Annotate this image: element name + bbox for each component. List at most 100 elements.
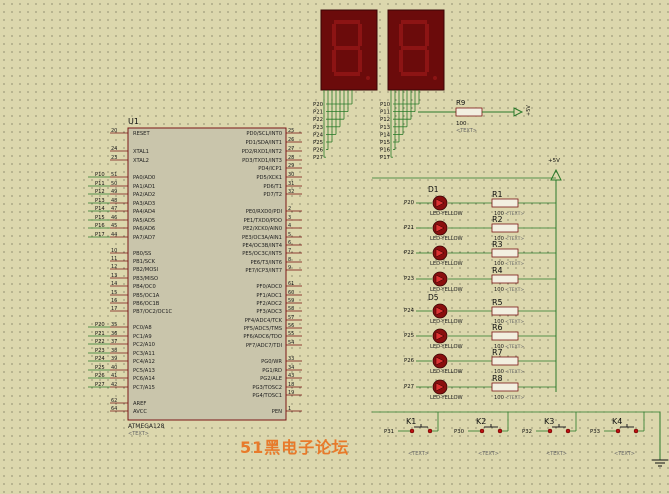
key-net-label: P33: [590, 429, 600, 435]
display-net-label: P25: [313, 140, 323, 146]
mcu-pin-number: 62: [111, 398, 117, 404]
net-label: P27: [95, 382, 105, 388]
mcu-pin-number: 58: [288, 306, 294, 312]
resistor-text: <TEXT>: [505, 344, 524, 350]
mcu-pin-number: 35: [111, 322, 117, 328]
resistor-text: <TEXT>: [505, 236, 524, 242]
mcu-pin-number: 7: [288, 248, 291, 254]
mcu-pin-name: PG3/TOSC2: [252, 385, 282, 391]
supply-label: +5V: [548, 158, 560, 164]
key-contact: [497, 428, 503, 434]
mcu-pin-name: PB2/MOSI: [133, 267, 159, 273]
resistor-text: <TEXT>: [505, 211, 524, 217]
led-net-label: P23: [404, 276, 414, 282]
display-segment: [401, 72, 427, 76]
watermark: 51黑电子论坛: [240, 438, 350, 457]
mcu-pin-name: PC0/A8: [133, 325, 152, 331]
mcu-pin-number: 46: [111, 215, 117, 221]
mcu-pin-name: PC3/A11: [133, 351, 155, 357]
led-net-label: P21: [404, 225, 414, 231]
mcu-pin-name: PG0/WR: [261, 359, 282, 365]
display-net-label: P24: [313, 132, 324, 138]
display-segment: [334, 72, 360, 76]
mcu-pin-name: XTAL2: [133, 158, 149, 164]
mcu-pin-number: 17: [111, 306, 117, 312]
mcu-pin-name: PEN: [272, 409, 282, 415]
display-segment: [425, 24, 429, 46]
resistor-1: [491, 198, 519, 208]
mcu-pin-number: 49: [111, 189, 117, 195]
mcu-pin-name: PB5/OC1A: [133, 293, 160, 299]
resistor-ref: R5: [492, 298, 503, 307]
display-segment: [399, 50, 403, 72]
display-segment: [401, 20, 427, 24]
mcu-ref: U1: [128, 117, 139, 126]
mcu-pin-name: PG4/TOSC1: [252, 393, 282, 399]
mcu-pin-name: AVCC: [133, 409, 147, 415]
mcu-pin-number: 48: [111, 198, 117, 204]
mcu-pin-number: 18: [288, 382, 294, 388]
key-ref: K1: [406, 417, 416, 426]
resistor-ref: R8: [492, 374, 503, 383]
mcu-pin-number: 30: [288, 172, 294, 178]
led-glyph: [435, 306, 445, 316]
mcu-pin-number: 1: [288, 406, 291, 412]
resistor-6: [491, 331, 519, 341]
display-segment: [358, 24, 362, 46]
display-net-label: P12: [380, 117, 390, 123]
mcu-pin-number: 6: [288, 240, 291, 246]
mcu-pin-name: PA0/AD0: [133, 175, 155, 181]
mcu-pin-number: 20: [111, 128, 117, 134]
net-label: P15: [95, 215, 105, 221]
mcu-pin-number: 43: [288, 373, 294, 379]
mcu-pin-name: PA5/AD5: [133, 218, 155, 224]
mcu-pin-number: 11: [111, 256, 117, 262]
resistor-ref: R2: [492, 215, 503, 224]
resistor-text: <TEXT>: [505, 395, 524, 401]
resistor-value: 100: [494, 287, 504, 293]
mcu-pin-name: XTAL1: [133, 149, 149, 155]
key-contact: [547, 428, 553, 434]
mcu-pin-name: PF6/ADC6/TDO: [243, 334, 282, 340]
key-contact: [565, 428, 571, 434]
mcu-pin-number: 55: [288, 331, 294, 337]
key-ref: K3: [544, 417, 554, 426]
led-glyph: [435, 248, 445, 258]
r9-supply-arrow: [513, 107, 524, 117]
display-net-label: P20: [313, 102, 324, 108]
mcu-pin-name: PF4/ADC4/TCK: [245, 318, 283, 324]
resistor-ref: R6: [492, 323, 503, 332]
mcu-pin-number: 23: [111, 155, 117, 161]
mcu-pin-number: 61: [288, 281, 294, 287]
key-net-label: P30: [454, 429, 465, 435]
mcu-pin-number: 13: [111, 273, 117, 279]
key-net-label: P32: [522, 429, 532, 435]
resistor-ref: R3: [492, 240, 503, 249]
led-type: LED-YELLOW: [430, 261, 463, 267]
mcu-pin-name: PC7/A15: [133, 385, 155, 391]
display-net-label: P21: [313, 110, 323, 116]
led-net-label: P27: [404, 384, 414, 390]
net-label: P26: [95, 373, 105, 379]
mcu-pin-number: 59: [288, 298, 294, 304]
resistor-value: 100: [494, 319, 504, 325]
display-net-label: P22: [313, 117, 323, 123]
mcu-pin-name: PE2/XCK0/AIN0: [243, 226, 282, 232]
mcu-pin-number: 3: [288, 215, 291, 221]
mcu-pin-name: PE6/T3/INT6: [250, 260, 282, 266]
mcu-pin-number: 38: [111, 348, 117, 354]
display-net-label: P23: [313, 125, 323, 131]
mcu-pin-name: PD6/T1: [263, 184, 282, 190]
mcu-pin-name: PD5/XCK1: [256, 175, 282, 181]
mcu-pin-number: 19: [288, 390, 294, 396]
r9-text: <TEXT>: [456, 128, 477, 134]
resistor-value: 100: [494, 344, 504, 350]
mcu-pin-name: RESET: [133, 131, 150, 137]
mcu-pin-name: PB0/SS: [133, 251, 151, 257]
net-label: P11: [95, 181, 105, 187]
led-ref: D1: [428, 185, 439, 194]
resistor-value: 100: [494, 395, 504, 401]
mcu-pin-number: 29: [288, 163, 294, 169]
display-segment: [425, 50, 429, 72]
mcu-pin-number: 36: [111, 331, 117, 337]
